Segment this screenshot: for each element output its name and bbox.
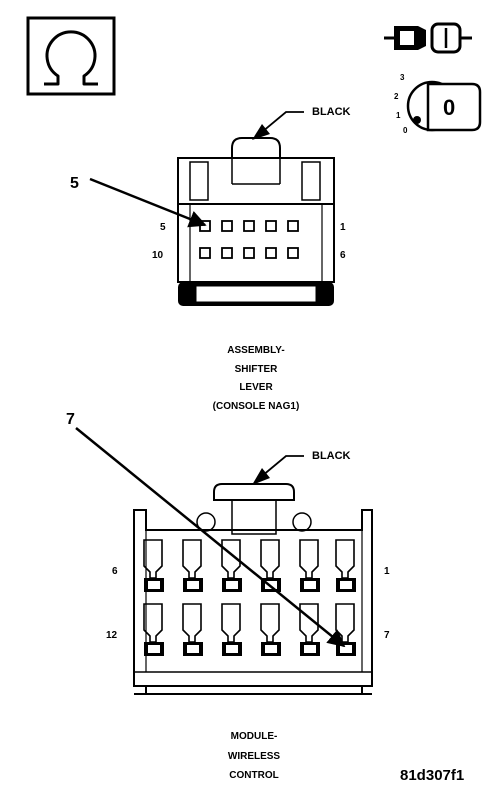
connector-2-pin-label-top-right: 1 bbox=[384, 566, 390, 577]
connector-1-pin-label-top-right: 1 bbox=[340, 222, 346, 233]
connector-2-pin-label-top-left: 6 bbox=[112, 566, 118, 577]
key-position-2: 2 bbox=[394, 92, 399, 101]
key-position-0: 0 bbox=[403, 126, 408, 135]
connector-1-pin-row-top bbox=[199, 220, 299, 232]
shifter-lever-connector: BLACK 5 1 bbox=[70, 106, 351, 412]
key-label: 0 bbox=[443, 95, 455, 120]
connector-2-pin-label-bottom-right: 7 bbox=[384, 630, 390, 641]
connector-1-pin-row-bottom bbox=[199, 247, 299, 259]
connector-2-caption-line-2: WIRELESS bbox=[228, 751, 281, 762]
ignition-key-off-icon: 3 2 1 0 0 bbox=[394, 73, 482, 135]
connector-1-color-label: BLACK bbox=[312, 106, 351, 118]
connector-2-callout-number: 7 bbox=[66, 411, 75, 428]
connector-1-caption-line-4: (CONSOLE NAG1) bbox=[213, 401, 300, 412]
key-position-1: 1 bbox=[396, 111, 401, 120]
wireless-control-connector: BLACK bbox=[66, 411, 390, 781]
connector-2-color-label: BLACK bbox=[312, 450, 351, 462]
ohmmeter-icon bbox=[26, 16, 116, 96]
connector-1-pin-label-bottom-left: 10 bbox=[152, 250, 164, 261]
key-position-3: 3 bbox=[400, 73, 405, 82]
connector-1-callout-number: 5 bbox=[70, 175, 79, 192]
connector-2-pin-label-bottom-left: 12 bbox=[106, 630, 118, 641]
connector-2-caption-line-3: CONTROL bbox=[229, 770, 278, 781]
connector-1-caption-line-2: SHIFTER bbox=[235, 364, 279, 375]
connector-1-pin-label-bottom-right: 6 bbox=[340, 250, 346, 261]
disconnected-connector-icon bbox=[384, 22, 472, 54]
connector-1-pin-label-top-left: 5 bbox=[160, 222, 166, 233]
connector-1-caption-line-1: ASSEMBLY- bbox=[227, 345, 284, 356]
figure-id: 81d307f1 bbox=[400, 767, 464, 784]
connector-2-pin-row-top bbox=[143, 539, 356, 592]
connector-2-caption-line-1: MODULE- bbox=[231, 731, 278, 742]
connector-1-caption-line-3: LEVER bbox=[239, 382, 273, 393]
